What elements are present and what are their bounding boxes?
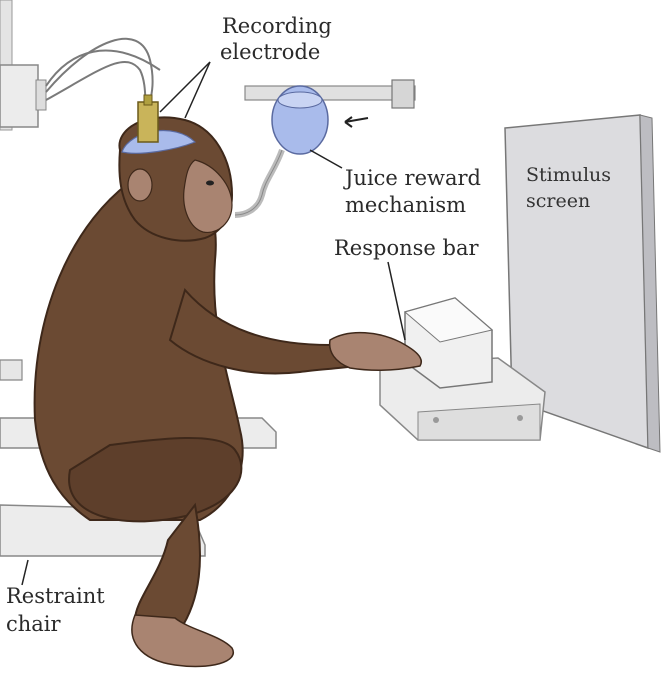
label-juice-line2: mechanism bbox=[345, 193, 467, 217]
juice-reward-mechanism bbox=[234, 79, 416, 218]
monkey bbox=[33, 116, 422, 668]
label-chair-line1: Restraint bbox=[6, 584, 105, 608]
label-stimulus-line2: screen bbox=[526, 190, 591, 212]
recording-electrode bbox=[137, 94, 159, 143]
label-recording-line1: Recording bbox=[222, 14, 332, 38]
label-recording-line2: electrode bbox=[220, 40, 321, 64]
label-juice-line1: Juice reward bbox=[345, 166, 481, 190]
label-response-bar: Response bar bbox=[334, 236, 479, 260]
wall-mount bbox=[0, 0, 47, 131]
leader-lines bbox=[21, 61, 406, 586]
electrode-cables bbox=[45, 37, 161, 113]
label-stimulus-line1: Stimulus bbox=[526, 164, 612, 186]
label-chair-line2: chair bbox=[6, 612, 61, 636]
response-bar bbox=[379, 297, 546, 441]
stimulus-screen bbox=[504, 114, 661, 453]
